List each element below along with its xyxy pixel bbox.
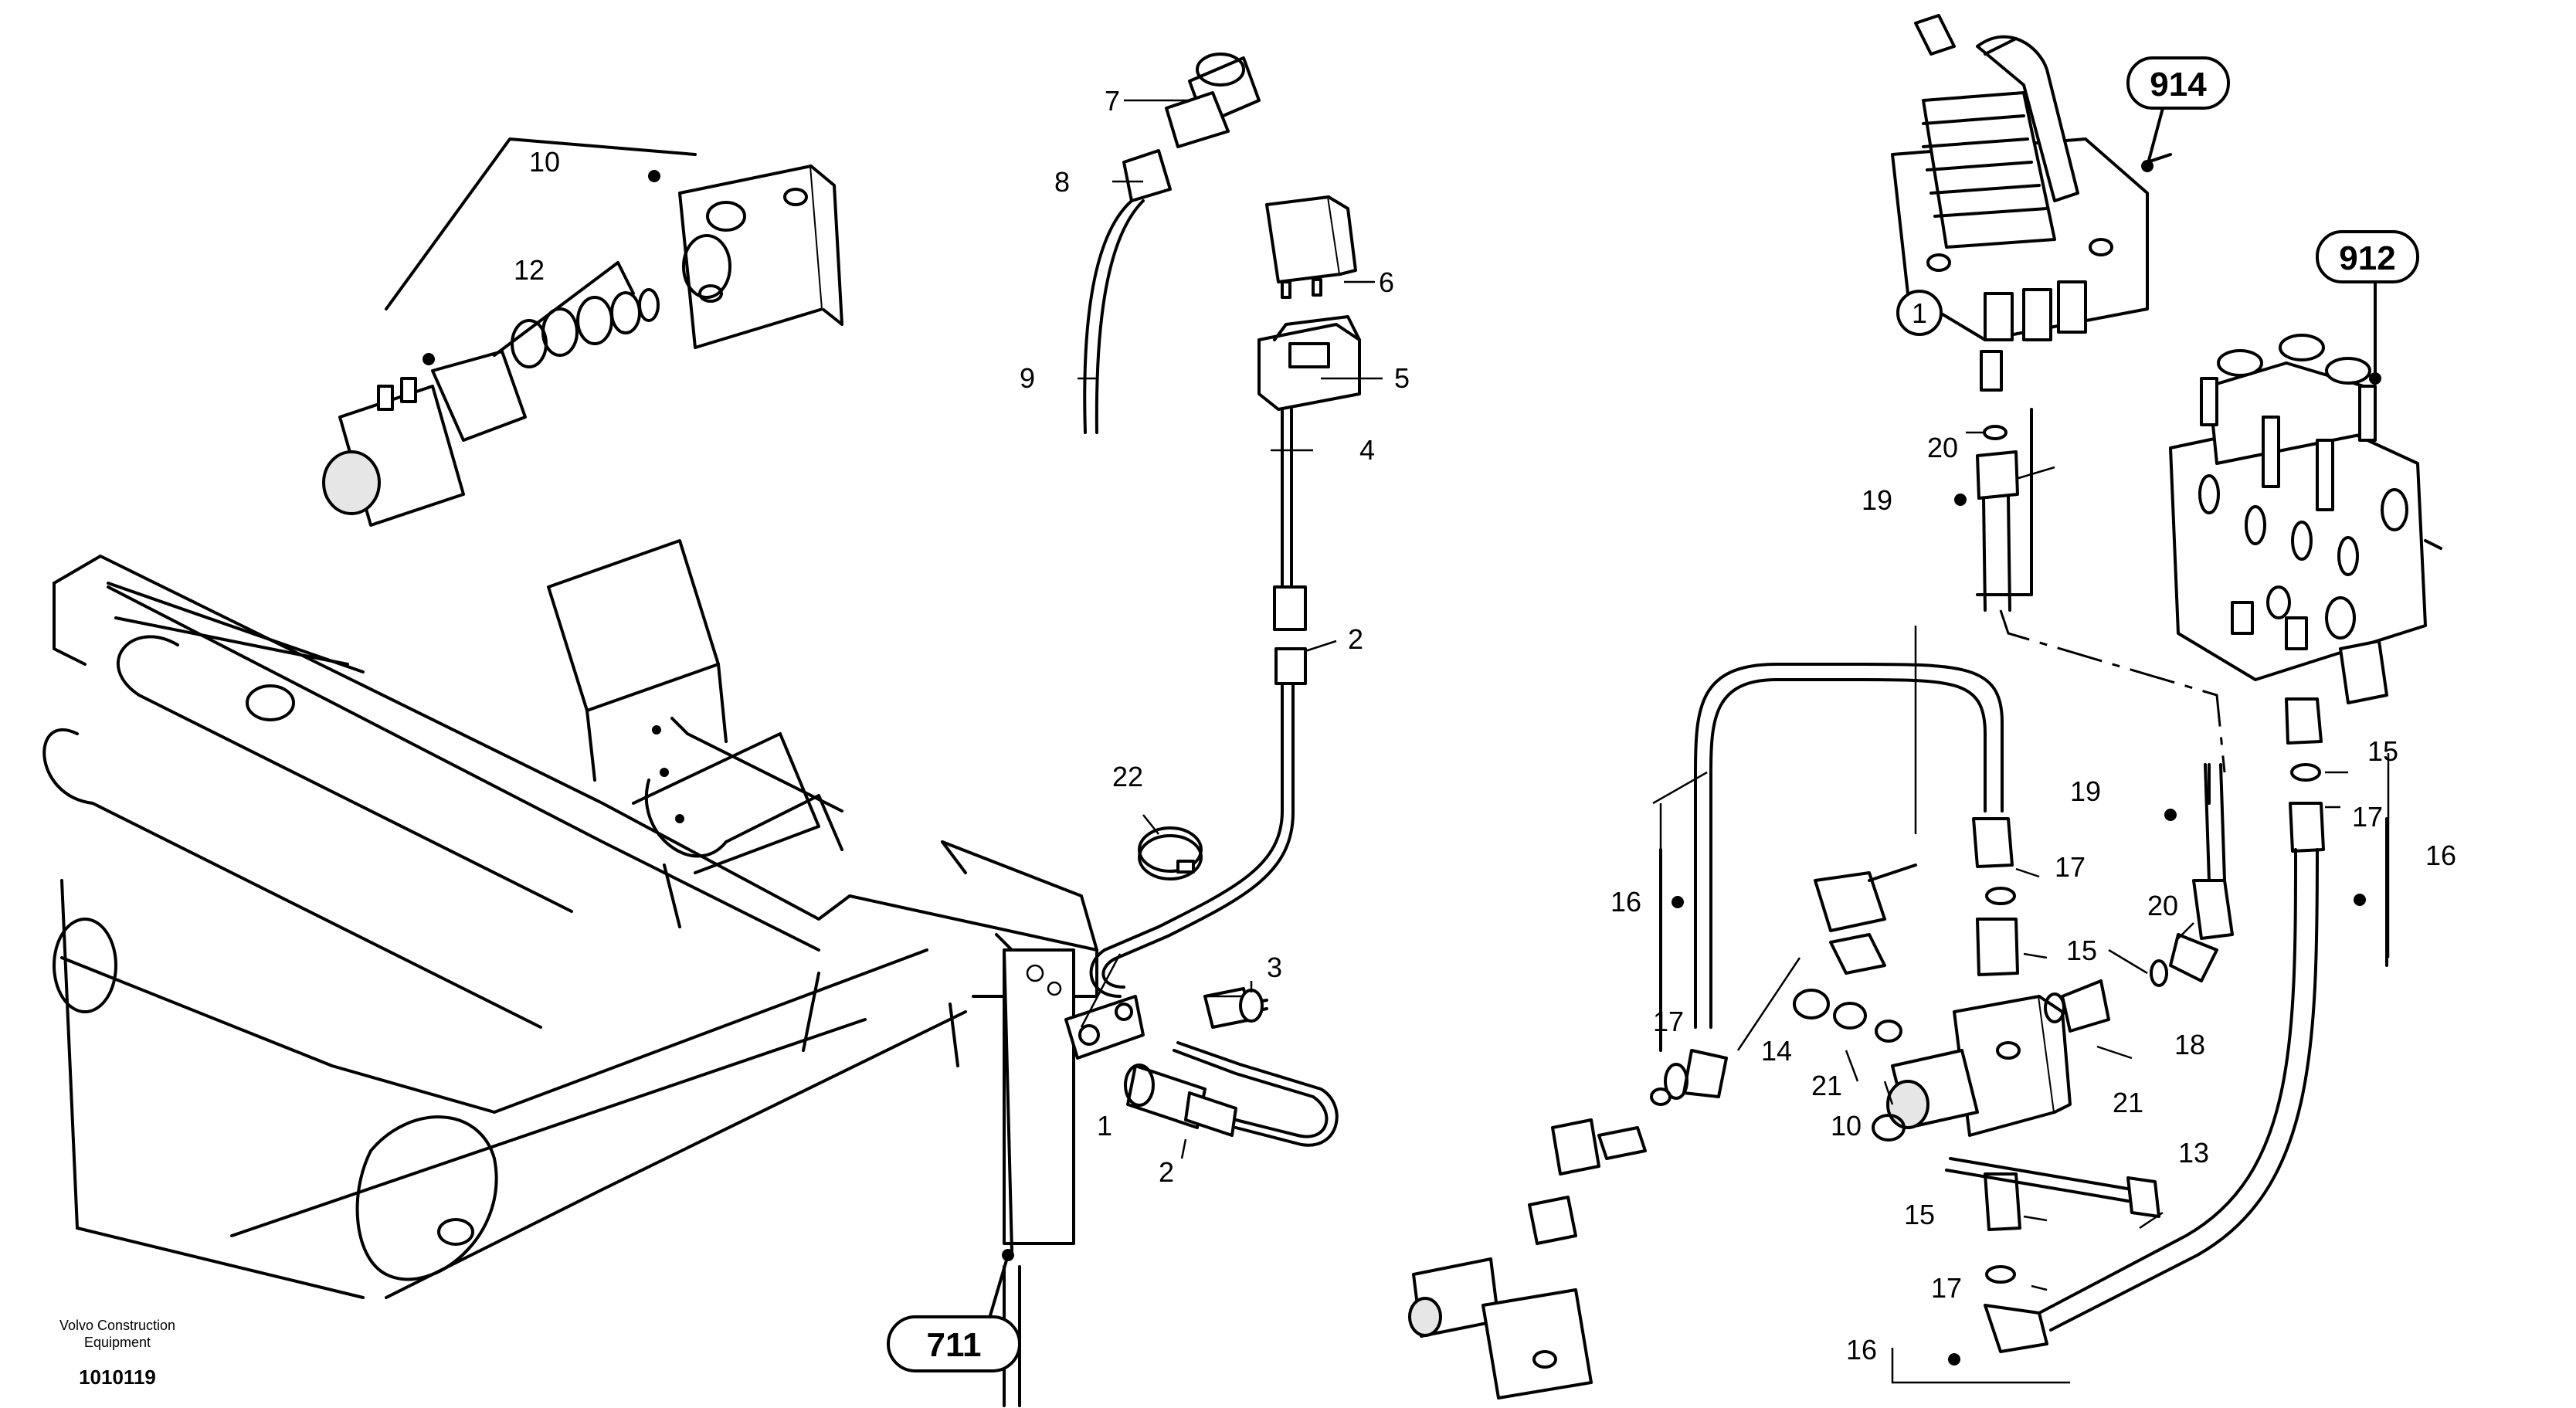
item-label-8: 8 <box>1054 166 1070 198</box>
item-label-7: 7 <box>1105 85 1120 117</box>
circled-note-label: 1 <box>1912 297 1927 329</box>
item-label-13: 13 <box>2178 1137 2209 1169</box>
item-label-17-left: 17 <box>1653 1006 1684 1037</box>
item-label-15-lower: 15 <box>1904 1199 1935 1230</box>
item-label-21-right: 21 <box>2113 1087 2143 1118</box>
item-label-18: 18 <box>2174 1029 2205 1060</box>
item-label-17-lower: 17 <box>1931 1272 1962 1304</box>
switch-cable-assembly <box>1083 53 1261 434</box>
item-label-21-left: 21 <box>1811 1070 1842 1101</box>
footer: Volvo Construction Equipment 1010119 <box>59 1318 175 1389</box>
item-label-22: 22 <box>1112 761 1143 792</box>
reference-711-label: 711 <box>927 1326 982 1364</box>
item-label-20-upper: 20 <box>1927 432 1958 463</box>
control-valve-block <box>2169 334 2442 704</box>
hose-clamp <box>1138 826 1203 880</box>
relay-harness-assembly <box>1089 195 1361 998</box>
item-label-17-middle: 17 <box>2055 851 2086 883</box>
item-label-15-right: 15 <box>2367 735 2398 767</box>
reference-711[interactable]: 711 <box>887 1254 1021 1372</box>
item-label-10-lower: 10 <box>1831 1110 1862 1142</box>
drawing-code: 1010119 <box>79 1366 156 1389</box>
item-label-10-upper: 10 <box>529 146 560 178</box>
reference-914-label: 914 <box>2150 66 2207 103</box>
item-label-3: 3 <box>1267 952 1282 983</box>
item-label-15-middle: 15 <box>2066 935 2097 966</box>
item-label-2-lower: 2 <box>1159 1156 1174 1188</box>
solenoid-valve-assembly <box>322 165 843 527</box>
pilot-control-unit <box>1891 14 2172 341</box>
maker-line-2: Equipment <box>84 1335 151 1350</box>
item-label-16-left: 16 <box>1610 886 1641 918</box>
leader-lines <box>385 99 2390 1384</box>
item-label-12: 12 <box>514 254 545 286</box>
reference-912[interactable]: 912 <box>2316 230 2419 380</box>
sensor-mount-assembly <box>1064 987 1339 1147</box>
loader-frame-drawing <box>42 539 1098 1299</box>
item-label-9: 9 <box>1020 362 1035 394</box>
reference-912-label: 912 <box>2339 239 2395 277</box>
mounting-bracket <box>1003 948 1075 1407</box>
hydraulic-hoses <box>1408 350 2325 1400</box>
item-label-5: 5 <box>1394 362 1410 394</box>
item-label-1: 1 <box>1097 1110 1112 1142</box>
item-label-6: 6 <box>1379 266 1394 298</box>
item-label-16-right: 16 <box>2425 840 2456 871</box>
item-label-19-lower: 19 <box>2070 775 2101 807</box>
item-label-17-right: 17 <box>2352 801 2383 833</box>
item-label-4: 4 <box>1359 434 1375 466</box>
item-label-19-upper: 19 <box>1862 484 1892 516</box>
item-label-16-bottom: 16 <box>1846 1334 1877 1366</box>
circled-note-1: 1 <box>1896 290 1943 336</box>
reference-914[interactable]: 914 <box>2126 56 2230 168</box>
item-label-14: 14 <box>1761 1035 1792 1067</box>
item-labels: 1 2 2 3 4 5 6 7 8 9 10 10 12 13 14 15 15… <box>514 85 2456 1366</box>
maker-line-1: Volvo Construction <box>59 1318 175 1333</box>
item-label-2-upper: 2 <box>1348 623 1363 655</box>
item-label-20-lower: 20 <box>2147 890 2178 921</box>
